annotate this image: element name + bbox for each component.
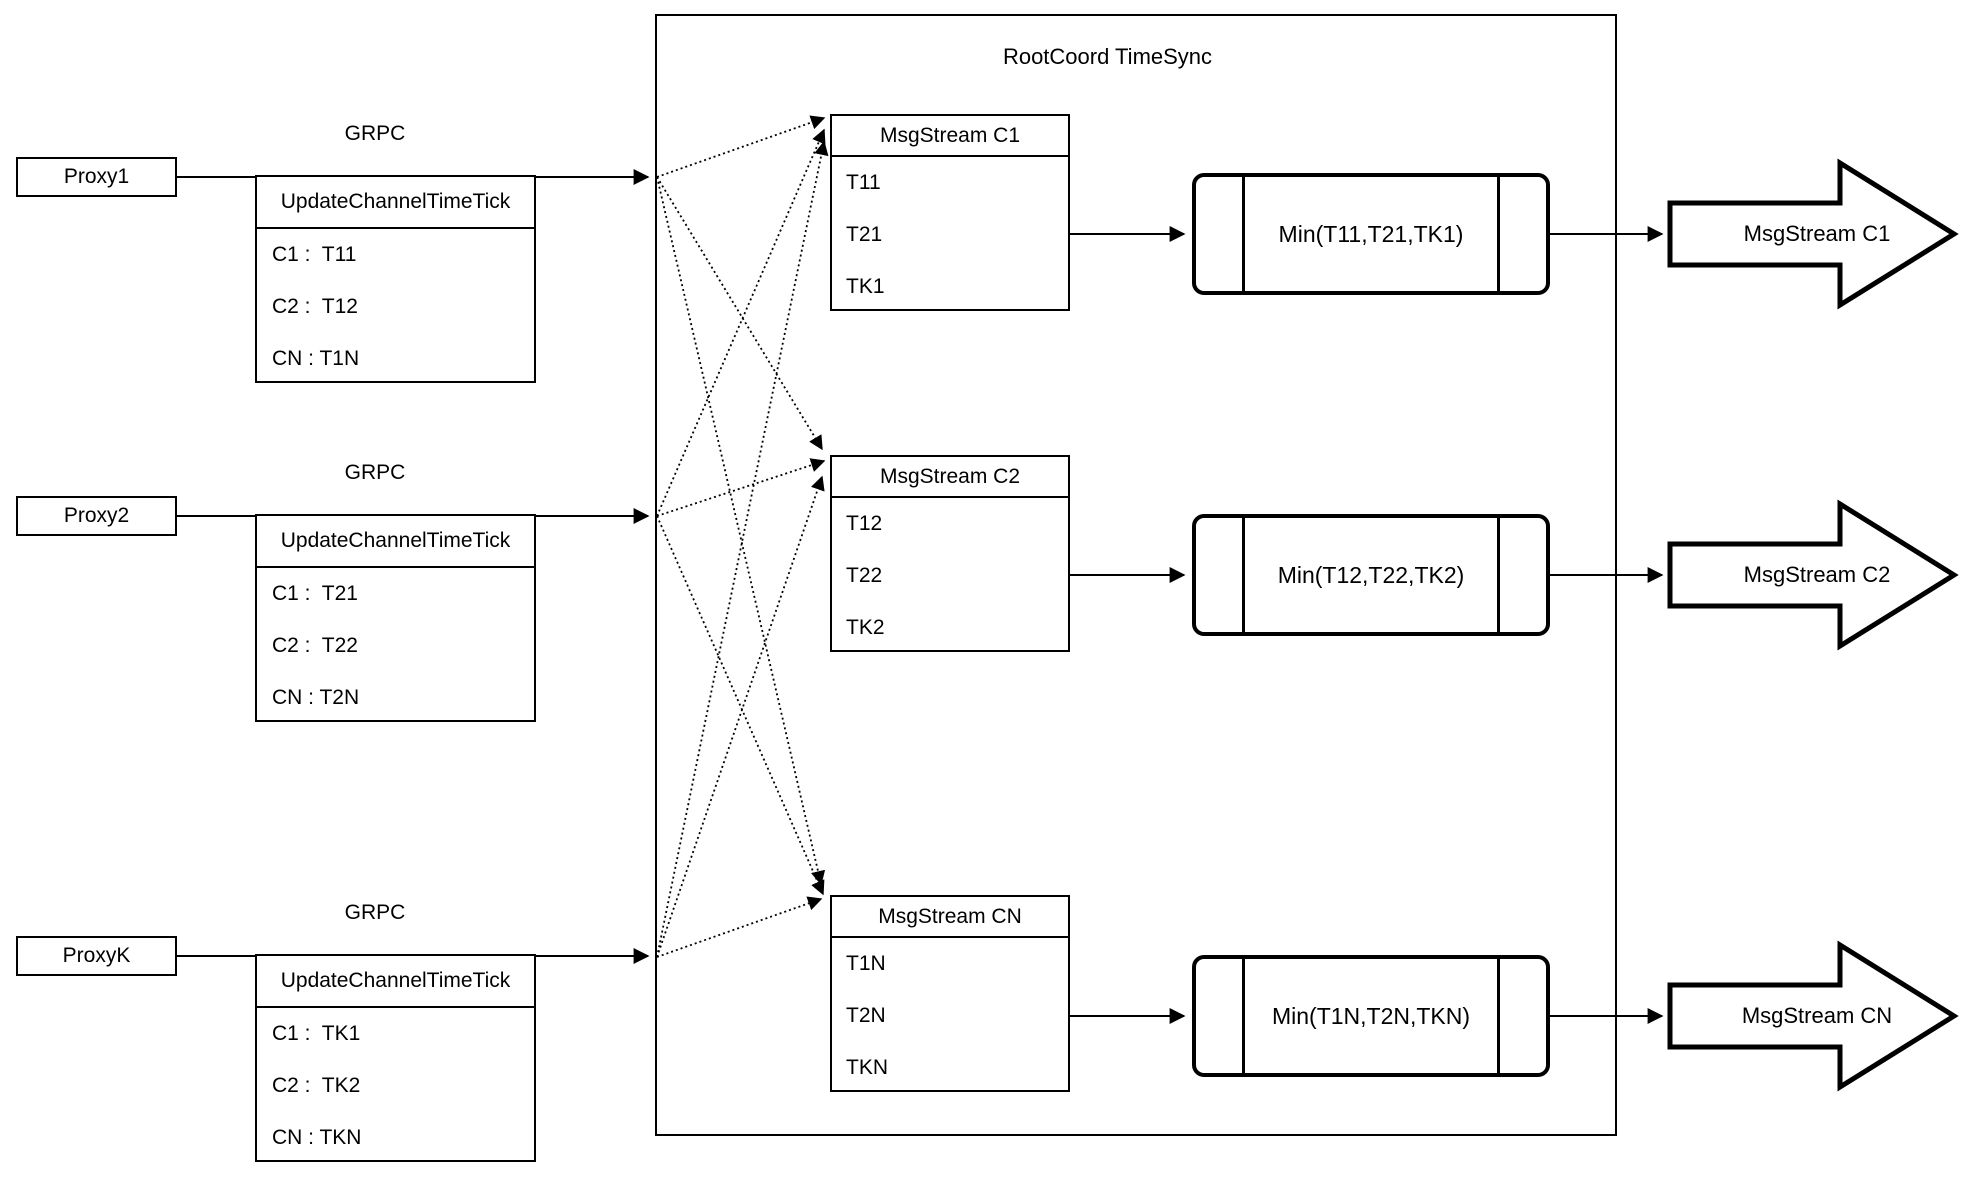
proxy2-node: Proxy2 (16, 496, 177, 536)
table-row: CN : T1N (272, 347, 360, 370)
edge-p2-cn (656, 515, 825, 896)
proxy2-label: Proxy2 (63, 504, 130, 527)
rootcoord-title: RootCoord TimeSync (1002, 44, 1213, 69)
table-row: CN : T2N (272, 686, 360, 709)
proxy1-node: Proxy1 (16, 157, 177, 197)
table-row: TK2 (846, 616, 885, 639)
table-row: C1 : T11 (272, 243, 357, 266)
table-row: T22 (846, 564, 883, 587)
proxy1-label: Proxy1 (63, 165, 130, 188)
min-label: Min(T1N,T2N,TKN) (1271, 1002, 1471, 1029)
output-arrow-cn: MsgStream CN (1666, 940, 1959, 1092)
edge-p1-c1 (656, 115, 826, 178)
table-row: TKN (846, 1056, 888, 1079)
min-node-c1: Min(T11,T21,TK1) (1192, 173, 1550, 295)
proxy1-timetick-table: UpdateChannelTimeTick C1 : T11 C2 : T12 … (255, 175, 536, 383)
table-header: MsgStream C2 (832, 457, 1068, 498)
table-row: CN : TKN (272, 1126, 362, 1149)
msgstream-cn-table: MsgStream CN T1N T2N TKN (830, 895, 1070, 1092)
table-row: T21 (846, 223, 883, 246)
output-arrow-label: MsgStream C2 (1743, 562, 1891, 587)
grpc-label-3: GRPC (344, 901, 406, 924)
table-row: C2 : T22 (272, 634, 358, 657)
min-node-c2: Min(T12,T22,TK2) (1192, 514, 1550, 636)
min-label: Min(T12,T22,TK2) (1277, 561, 1465, 588)
edge-p1-c2 (656, 176, 823, 451)
table-header: UpdateChannelTimeTick (257, 956, 534, 1008)
table-header: MsgStream CN (832, 897, 1068, 938)
output-arrow-label: MsgStream C1 (1743, 221, 1891, 246)
proxyk-node: ProxyK (16, 936, 177, 976)
edge-pk-cn (656, 896, 823, 958)
grpc-label-2: GRPC (344, 461, 406, 484)
table-header: UpdateChannelTimeTick (257, 177, 534, 229)
table-row: C1 : T21 (272, 582, 358, 605)
table-row: TK1 (846, 275, 885, 298)
table-header: MsgStream C1 (832, 116, 1068, 157)
table-row: T11 (846, 171, 881, 194)
table-row: C2 : TK2 (272, 1074, 361, 1097)
table-row: C1 : TK1 (272, 1022, 361, 1045)
msgstream-c2-table: MsgStream C2 T12 T22 TK2 (830, 455, 1070, 652)
grpc-label-1: GRPC (344, 122, 406, 145)
arrow-shape (1667, 499, 1959, 651)
min-node-right-bar (1497, 959, 1500, 1073)
output-arrow-c1: MsgStream C1 (1666, 158, 1959, 310)
table-header: UpdateChannelTimeTick (257, 516, 534, 568)
table-row: T1N (846, 952, 886, 975)
min-node-left-bar (1242, 959, 1245, 1073)
arrow-shape (1667, 158, 1959, 310)
arrow-shape (1667, 940, 1959, 1092)
table-row: C2 : T12 (272, 295, 358, 318)
edge-p1-cn (656, 176, 826, 886)
proxy2-timetick-table: UpdateChannelTimeTick C1 : T21 C2 : T22 … (255, 514, 536, 722)
output-arrow-c2: MsgStream C2 (1666, 499, 1959, 651)
table-row: T2N (846, 1004, 886, 1027)
min-node-right-bar (1497, 177, 1500, 291)
output-arrow-label: MsgStream CN (1741, 1003, 1893, 1028)
min-node-left-bar (1242, 518, 1245, 632)
min-node-right-bar (1497, 518, 1500, 632)
edge-pk-c1 (656, 140, 829, 958)
msgstream-c1-table: MsgStream C1 T11 T21 TK1 (830, 114, 1070, 311)
proxyk-label: ProxyK (62, 944, 131, 967)
edge-pk-c2 (656, 475, 825, 958)
table-row: T12 (846, 512, 883, 535)
min-node-cn: Min(T1N,T2N,TKN) (1192, 955, 1550, 1077)
min-node-left-bar (1242, 177, 1245, 291)
edge-p2-c2 (656, 458, 826, 517)
proxyk-timetick-table: UpdateChannelTimeTick C1 : TK1 C2 : TK2 … (255, 954, 536, 1162)
min-label: Min(T11,T21,TK1) (1278, 220, 1464, 247)
edge-p2-c1 (656, 128, 826, 517)
